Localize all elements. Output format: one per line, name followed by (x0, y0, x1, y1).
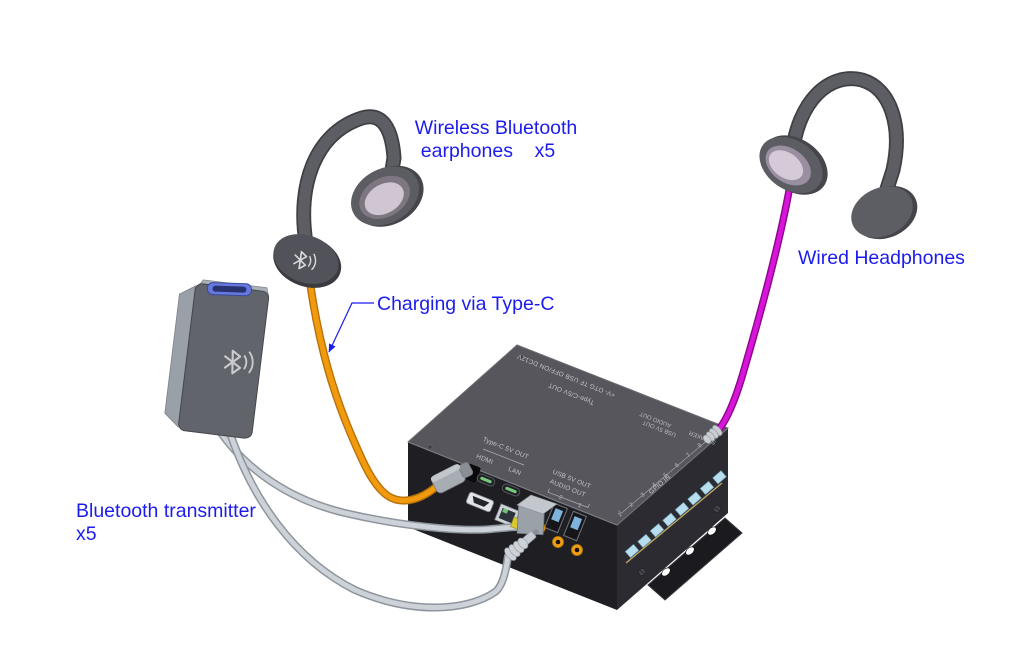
audio-jack-1 (552, 536, 565, 549)
earcup-front (759, 135, 828, 195)
terminal-block (674, 502, 690, 517)
label-bluetooth-transmitter-line1: Bluetooth transmitter (76, 500, 256, 522)
terminal-block (662, 512, 677, 527)
hdmi-port (466, 491, 494, 513)
audio-jack-2 (571, 544, 584, 557)
label-wired-headphones: Wired Headphones (798, 247, 965, 269)
label-bluetooth-transmitter-line2: x5 (76, 523, 97, 545)
label-wireless-earphones-line2: earphones x5 (421, 140, 556, 162)
terminal-block (624, 543, 640, 559)
silver-cable-1 (213, 423, 521, 534)
audio-plug-coiled (504, 528, 540, 561)
micro-port-2 (501, 483, 521, 497)
transmitter-side (164, 285, 197, 428)
gpio-pin-number: 8 (697, 442, 704, 449)
label-wireless-earphones-line1: Wireless Bluetooth (415, 117, 578, 139)
bracket-hole (685, 546, 695, 556)
transmitter-usb-slot (206, 282, 252, 297)
mounting-bracket (647, 517, 743, 601)
usb-c-plug (430, 461, 474, 494)
terminal-block (649, 523, 665, 538)
gpio-pin-number: 5 (663, 472, 670, 479)
headband (298, 111, 400, 249)
gpio-pin-number: 3 (640, 492, 647, 499)
magenta-cable (716, 187, 793, 432)
orange-cable (306, 279, 440, 505)
micro-port-1 (476, 473, 496, 487)
silver-cable-2 (225, 426, 512, 612)
gpio-pin-number: 4 (651, 482, 658, 489)
type-c-bracket (482, 448, 525, 466)
gpio-pin-number: 6 (674, 462, 681, 469)
earcup-bluetooth (273, 234, 342, 288)
usb-audio-bracket (547, 488, 590, 508)
bracket-hole (707, 526, 717, 536)
bluetooth-transmitter (164, 279, 270, 439)
wired-headphones (759, 71, 918, 240)
right-edge-highlight (616, 427, 729, 526)
screw (427, 444, 433, 450)
label-charging-type-c: Charging via Type-C (377, 293, 554, 315)
charging-leader-line (328, 302, 374, 353)
earcup-back (851, 185, 918, 240)
case-screws (427, 354, 722, 577)
annotations: Wireless Bluetooth earphones x5 Wired He… (76, 117, 965, 545)
terminal-block (687, 491, 702, 506)
terminal-block (637, 533, 652, 548)
gpio-pin-number: 1 (617, 511, 624, 518)
speaker-plug-coiled (702, 424, 723, 444)
bracket-hole (661, 567, 671, 577)
label-lan: LAN (507, 466, 522, 477)
earcup-front (351, 165, 424, 227)
front-ports (463, 463, 588, 557)
screw (518, 354, 524, 360)
usb-a-port-1 (543, 502, 569, 534)
terminal-block (699, 480, 715, 495)
terminal-gold-rail (625, 482, 723, 564)
headband (786, 72, 902, 198)
usb-plug (510, 494, 558, 536)
usb-plug-top (516, 494, 558, 515)
gpio-pin-number: 2 (629, 502, 636, 509)
terminal-strip (624, 470, 727, 564)
usb-c-plug-highlight (430, 464, 461, 482)
audio-jack-number: 1 (577, 503, 583, 510)
audio-jack-number: 2 (558, 495, 564, 502)
gpio-pin-number: 7 (686, 452, 693, 459)
wireless-earphones (273, 109, 424, 288)
usb-a-port-2 (562, 510, 588, 542)
terminal-block (712, 470, 727, 485)
front-edge-highlight (407, 441, 618, 526)
